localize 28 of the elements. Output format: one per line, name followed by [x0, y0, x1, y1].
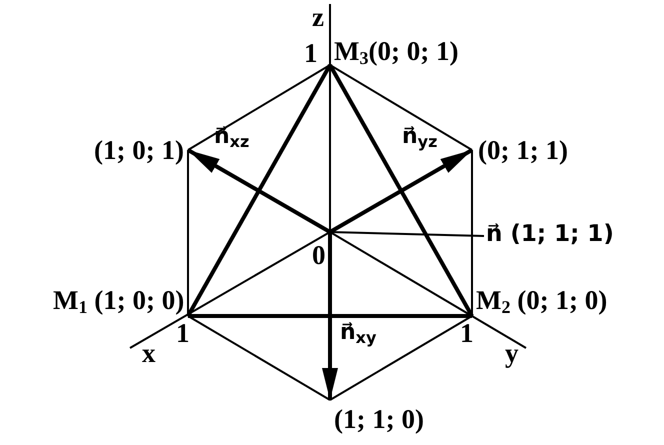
- cube-edge: [188, 315, 330, 401]
- vector-label: n⃗ (1; 1; 1): [486, 219, 614, 249]
- cube-edge: [330, 315, 472, 401]
- cube-edge: [329, 64, 473, 151]
- cube-edge: [471, 150, 473, 316]
- vertex-label: M$_{1}$ (1; 0; 0): [53, 285, 184, 315]
- tick-label: 1: [304, 38, 318, 68]
- vector-arrow: [329, 148, 473, 234]
- vertex-label: M$_{3}$(0; 0; 1): [334, 36, 458, 66]
- vector-arrow: [187, 148, 331, 234]
- cube-edge: [187, 150, 189, 316]
- triangle-edge: [188, 314, 472, 318]
- vector-arrow: [322, 232, 338, 400]
- axis-label: z: [312, 2, 324, 32]
- tick-label: 1: [176, 318, 190, 348]
- vector-label: n⃗$_{yz}$: [402, 124, 438, 150]
- vector-label: n⃗$_{xy}$: [340, 320, 376, 346]
- vertex-label: (1; 0; 1): [94, 135, 184, 165]
- axis-label: y: [505, 338, 518, 368]
- origin-label: 0: [312, 240, 326, 270]
- axis-label: x: [142, 338, 156, 368]
- triangle-edge: [328, 64, 474, 317]
- vertex-label: (1; 1; 0): [334, 404, 424, 434]
- vertex-label: (0; 1; 1): [478, 135, 568, 165]
- triangle-edge: [186, 64, 332, 317]
- cube-edge: [187, 64, 331, 151]
- vertex-label: M$_{2}$ (0; 1; 0): [476, 285, 608, 315]
- tick-label: 1: [460, 318, 474, 348]
